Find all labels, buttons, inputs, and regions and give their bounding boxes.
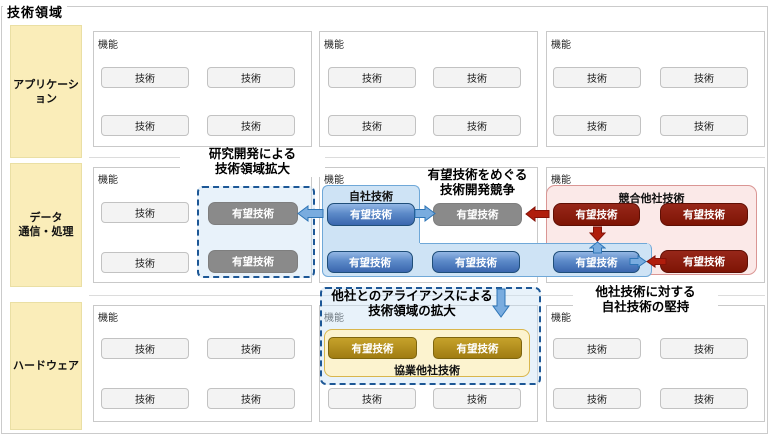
tech-box: 技術 [328,388,416,409]
tech-box: 技術 [207,388,295,409]
tech-box: 技術 [660,115,748,136]
annotation-line: 技術開発競争 [439,183,515,197]
panel-header: 機能 [324,40,344,51]
arrow-left-blue-icon [297,205,324,222]
panel-header: 機能 [551,175,571,186]
panel-header: 機能 [551,313,571,324]
tech-box: 技術 [101,338,189,359]
annotation-alliance: 他社とのアライアンスによる 技術領域の拡大 [326,289,498,319]
tech-box: 技術 [207,115,295,136]
tech-box: 技術 [101,202,189,223]
outer-frame [1,6,768,434]
row-label-text: ハードウェア [13,360,79,372]
tech-box: 技術 [553,388,641,409]
panel-header: 機能 [98,175,118,186]
panel-header: 機能 [98,40,118,51]
tech-box: 技術 [101,67,189,88]
promising-tech-partner: 有望技術 [433,337,522,359]
tech-box: 技術 [553,338,641,359]
promising-tech-gray: 有望技術 [433,203,522,226]
panel-header: 機能 [324,175,344,186]
competitor-tech-label: 競合他社技術 [618,193,685,205]
arrow-left-red-icon [525,206,550,222]
panel-header: 機能 [324,313,344,324]
promising-tech-own: 有望技術 [327,203,415,226]
annotation-line: 有望技術をめぐる [427,168,528,182]
partner-tech-label: 協業他社技術 [394,365,460,377]
arrow-right-blue-icon [629,255,647,268]
annotation-line: 他社とのアライアンスによる [331,289,493,303]
tech-box: 技術 [433,67,521,88]
annotation-rd-expansion: 研究開発による 技術領域拡大 [180,147,325,177]
arrow-down-red-icon [589,226,606,242]
annotation-line: 自社技術の堅持 [601,300,690,314]
tech-box: 技術 [553,115,641,136]
row-separator [89,157,765,158]
tech-box: 技術 [660,67,748,88]
arrow-left-red-icon [646,255,667,268]
arrow-right-blue-icon [414,205,436,222]
promising-tech-own: 有望技術 [432,251,520,273]
tech-box: 技術 [553,67,641,88]
tech-box: 技術 [433,115,521,136]
row-label-hardware: ハードウェア [10,302,82,430]
annotation-line: 技術領域拡大 [214,162,290,176]
row-label-text: アプリケーション [13,78,79,105]
annotation-line: 技術領域の拡大 [368,304,456,318]
tech-box: 技術 [328,67,416,88]
tech-box: 技術 [207,338,295,359]
annotation-competition: 有望技術をめぐる 技術開発競争 [405,168,550,198]
arrow-up-blue-icon [589,241,606,254]
promising-tech-partner: 有望技術 [328,337,417,359]
row-separator [89,295,765,296]
arrow-down-blue-icon [492,288,510,318]
tech-box: 技術 [660,338,748,359]
panel-header: 機能 [551,40,571,51]
tech-box: 技術 [660,388,748,409]
promising-tech-own: 有望技術 [327,251,413,273]
row-label-data-comm: データ 通信・処理 [10,163,82,287]
tech-box: 技術 [328,115,416,136]
annotation-defend: 他社技術に対する 自社技術の堅持 [573,285,718,315]
own-tech-band-edge [420,243,647,244]
tech-box: 技術 [101,388,189,409]
promising-tech-competitor: 有望技術 [660,250,748,273]
row-label-text: データ [29,212,63,224]
own-tech-label: 自社技術 [349,191,393,203]
tech-box: 技術 [207,67,295,88]
promising-tech-gray: 有望技術 [208,202,298,225]
tech-box: 技術 [433,388,521,409]
tech-box: 技術 [101,115,189,136]
annotation-line: 研究開発による [208,147,297,161]
row-label-text: 通信・処理 [18,226,74,238]
annotation-line: 他社技術に対する [595,285,696,299]
promising-tech-own: 有望技術 [553,251,640,273]
promising-tech-competitor: 有望技術 [553,203,640,226]
row-label-application: アプリケーション [10,25,82,158]
promising-tech-competitor: 有望技術 [660,203,748,226]
panel-header: 機能 [98,313,118,324]
page-title: 技術領域 [3,1,68,22]
promising-tech-gray: 有望技術 [208,250,298,273]
tech-box: 技術 [101,252,189,273]
